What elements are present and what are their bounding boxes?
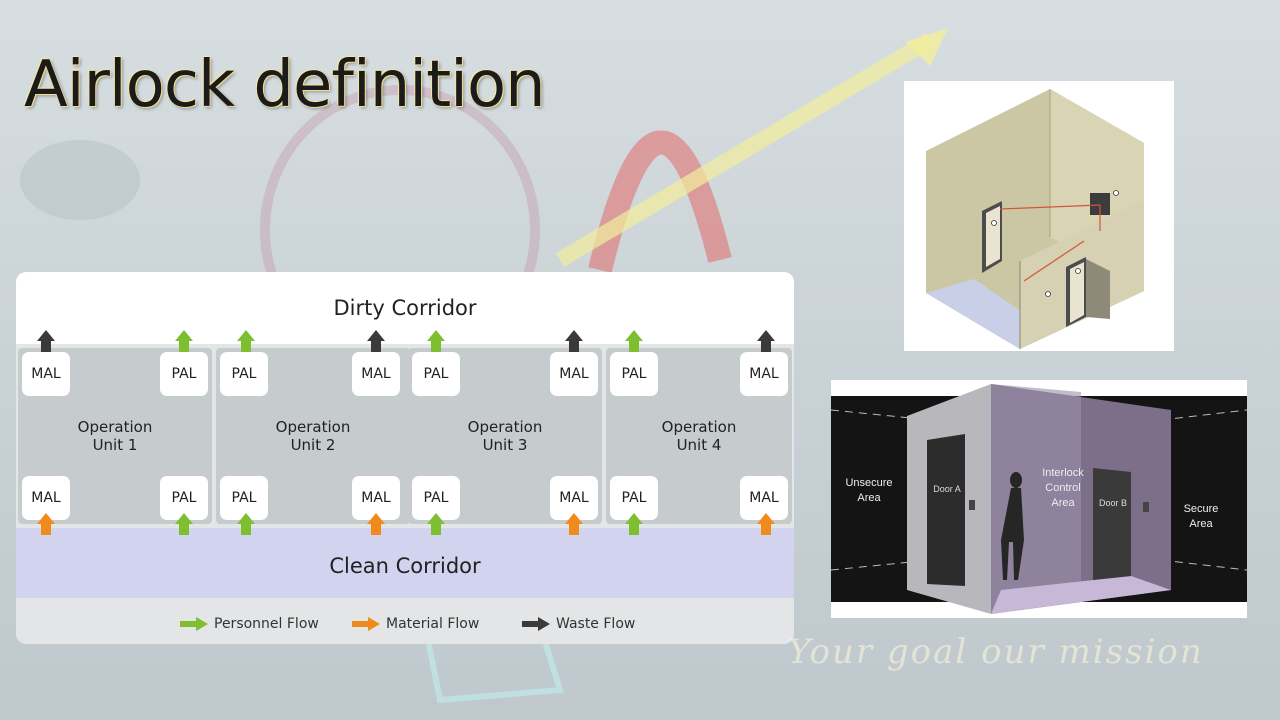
interlock-room-drawing <box>926 89 1144 349</box>
door-b-label: Door B <box>1099 498 1127 508</box>
interlock-label-line1: Interlock <box>1042 467 1084 479</box>
interlock-label-line3: Area <box>1051 497 1075 509</box>
personnel-flow-arrow-icon <box>180 617 208 631</box>
unit-1-top-left-flow-arrow <box>37 330 55 352</box>
unsecure-area-line1: Unsecure <box>845 477 892 489</box>
unit-3-top-left-flow-arrow <box>427 330 445 352</box>
unit-2-bottom-right-airlock: MAL <box>352 476 400 520</box>
unit-1-label-line1: Operation <box>77 418 153 436</box>
dirty-corridor: Dirty Corridor <box>16 272 794 344</box>
unit-4-bottom-left-flow-arrow <box>625 513 643 535</box>
slide-title: Airlock definition <box>24 48 546 122</box>
flow-arrows <box>37 330 775 535</box>
unit-1-top-left-airlock: MAL <box>22 352 70 396</box>
airlock-flow-diagram: Dirty Corridor Clean Corridor MAL PAL Op… <box>16 272 794 644</box>
unit-4-bottom-right-airlock: MAL <box>740 476 788 520</box>
legend-waste-label: Waste Flow <box>556 616 636 632</box>
unit-3-bottom-right-flow-arrow <box>565 513 583 535</box>
unit-1-top-right-flow-arrow <box>175 330 193 352</box>
unit-2-bottom-right-flow-arrow <box>367 513 385 535</box>
unit-4-bottom-left-airlock: PAL <box>610 476 658 520</box>
unit-4-top-right-airlock: MAL <box>740 352 788 396</box>
operation-unit-1: MAL PAL Operation Unit 1 MAL PAL <box>18 348 212 524</box>
secure-area-line1: Secure <box>1184 503 1219 515</box>
unit-1-bottom-left-airlock: MAL <box>22 476 70 520</box>
legend-personnel-label: Personnel Flow <box>214 616 319 632</box>
interlock-control-area-illustration: Unsecure Area Door A Interlock Control A… <box>830 380 1248 618</box>
unsecure-area-line2: Area <box>857 492 881 504</box>
unit-2-top-left-airlock: PAL <box>220 352 268 396</box>
unit-2-label-line2: Unit 2 <box>290 436 336 454</box>
legend-material-label: Material Flow <box>386 616 480 632</box>
unit-3-top-right-airlock: MAL <box>550 352 598 396</box>
unit-3-bottom-left-flow-arrow <box>427 513 445 535</box>
unit-2-top-left-flow-arrow <box>237 330 255 352</box>
unit-4-top-left-airlock: PAL <box>610 352 658 396</box>
legend-material: Material Flow <box>352 616 479 632</box>
unit-2-bottom-left-airlock: PAL <box>220 476 268 520</box>
unit-1-bottom-right-airlock: PAL <box>160 476 208 520</box>
unit-2-label: Operation Unit 2 <box>216 418 410 454</box>
unit-2-bottom-left-flow-arrow <box>237 513 255 535</box>
interlock-control-area-drawing: Unsecure Area Door A Interlock Control A… <box>830 384 1248 614</box>
unit-3-bottom-left-airlock: PAL <box>412 476 460 520</box>
clean-corridor: Clean Corridor <box>16 528 794 598</box>
unit-3-top-left-airlock: PAL <box>412 352 460 396</box>
tagline-watermark: Your goal our mission <box>788 632 1204 672</box>
unit-1-label: Operation Unit 1 <box>18 418 212 454</box>
operation-unit-4: PAL MAL Operation Unit 4 PAL MAL <box>606 348 792 524</box>
unit-1-bottom-left-flow-arrow <box>37 513 55 535</box>
unit-2-top-right-flow-arrow <box>367 330 385 352</box>
unit-4-label-line1: Operation <box>661 418 737 436</box>
unit-4-top-left-flow-arrow <box>625 330 643 352</box>
unit-4-label-line2: Unit 4 <box>676 436 722 454</box>
unit-4-bottom-right-flow-arrow <box>757 513 775 535</box>
interlock-label-line2: Control <box>1045 482 1080 494</box>
unit-1-label-line2: Unit 1 <box>92 436 138 454</box>
interlock-room-illustration <box>904 81 1174 351</box>
unit-3-label-line1: Operation <box>467 418 543 436</box>
unit-3-bottom-right-airlock: MAL <box>550 476 598 520</box>
operation-unit-3: PAL MAL Operation Unit 3 PAL MAL <box>408 348 602 524</box>
material-flow-arrow-icon <box>352 617 380 631</box>
unit-1-bottom-right-flow-arrow <box>175 513 193 535</box>
operation-unit-2: PAL MAL Operation Unit 2 PAL MAL <box>216 348 410 524</box>
unit-1-top-right-airlock: PAL <box>160 352 208 396</box>
unit-3-top-right-flow-arrow <box>565 330 583 352</box>
door-a-label: Door A <box>933 484 961 494</box>
unit-3-label-line2: Unit 3 <box>482 436 528 454</box>
unit-2-top-right-airlock: MAL <box>352 352 400 396</box>
legend-personnel: Personnel Flow <box>180 616 319 632</box>
unit-2-label-line1: Operation <box>275 418 351 436</box>
legend-waste: Waste Flow <box>522 616 635 632</box>
unit-4-top-right-flow-arrow <box>757 330 775 352</box>
secure-area-line2: Area <box>1189 518 1213 530</box>
waste-flow-arrow-icon <box>522 617 550 631</box>
unit-3-label: Operation Unit 3 <box>408 418 602 454</box>
unit-4-label: Operation Unit 4 <box>606 418 792 454</box>
